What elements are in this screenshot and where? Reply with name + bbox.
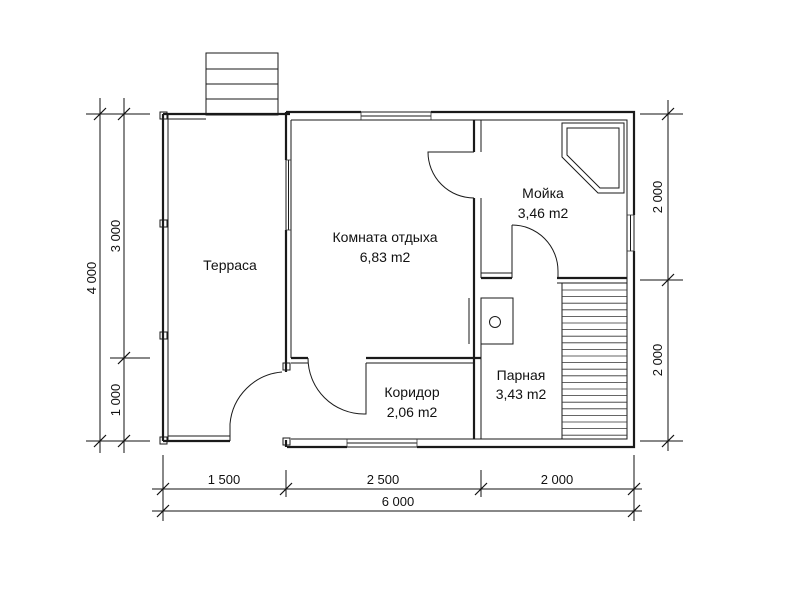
corridor-area: 2,06 m2 [387,404,438,420]
dim-washroom-height: 2 000 [650,181,665,214]
rest-room-area: 6,83 m2 [360,249,411,265]
terrace-outline [159,111,290,445]
windows [283,109,637,450]
dim-rest-room-width: 2 500 [367,472,400,487]
dim-terrace-width: 1 500 [208,472,241,487]
left-dimensions: 4 000 3 000 1 000 [84,98,150,453]
dim-terrace-lower-height: 1 000 [108,384,123,417]
room-labels: Терраса Комната отдыха 6,83 m2 Мойка 3,4… [203,185,568,420]
house-walls [282,110,636,449]
corner-tub [561,122,625,194]
corridor-label: Коридор [384,384,440,400]
washroom-label: Мойка [522,185,564,201]
steam-room-bench [561,282,628,440]
sauna-stove [468,297,514,345]
bottom-dimensions: 1 500 2 500 2 000 6 000 [152,455,642,521]
dim-terrace-upper-height: 3 000 [108,220,123,253]
rest-room-label: Комната отдыха [333,229,438,245]
dim-total-height: 4 000 [84,262,99,295]
dim-steam-room-height: 2 000 [650,344,665,377]
dim-total-width: 6 000 [382,494,415,509]
entrance-steps [205,52,279,116]
dim-wash-width: 2 000 [541,472,574,487]
terrace-label: Терраса [203,257,257,273]
washroom-area: 3,46 m2 [518,205,569,221]
doors [229,151,559,441]
right-dimensions: 2 000 2 000 [640,100,683,451]
steam-room-area: 3,43 m2 [496,386,547,402]
steam-room-label: Парная [497,367,546,383]
